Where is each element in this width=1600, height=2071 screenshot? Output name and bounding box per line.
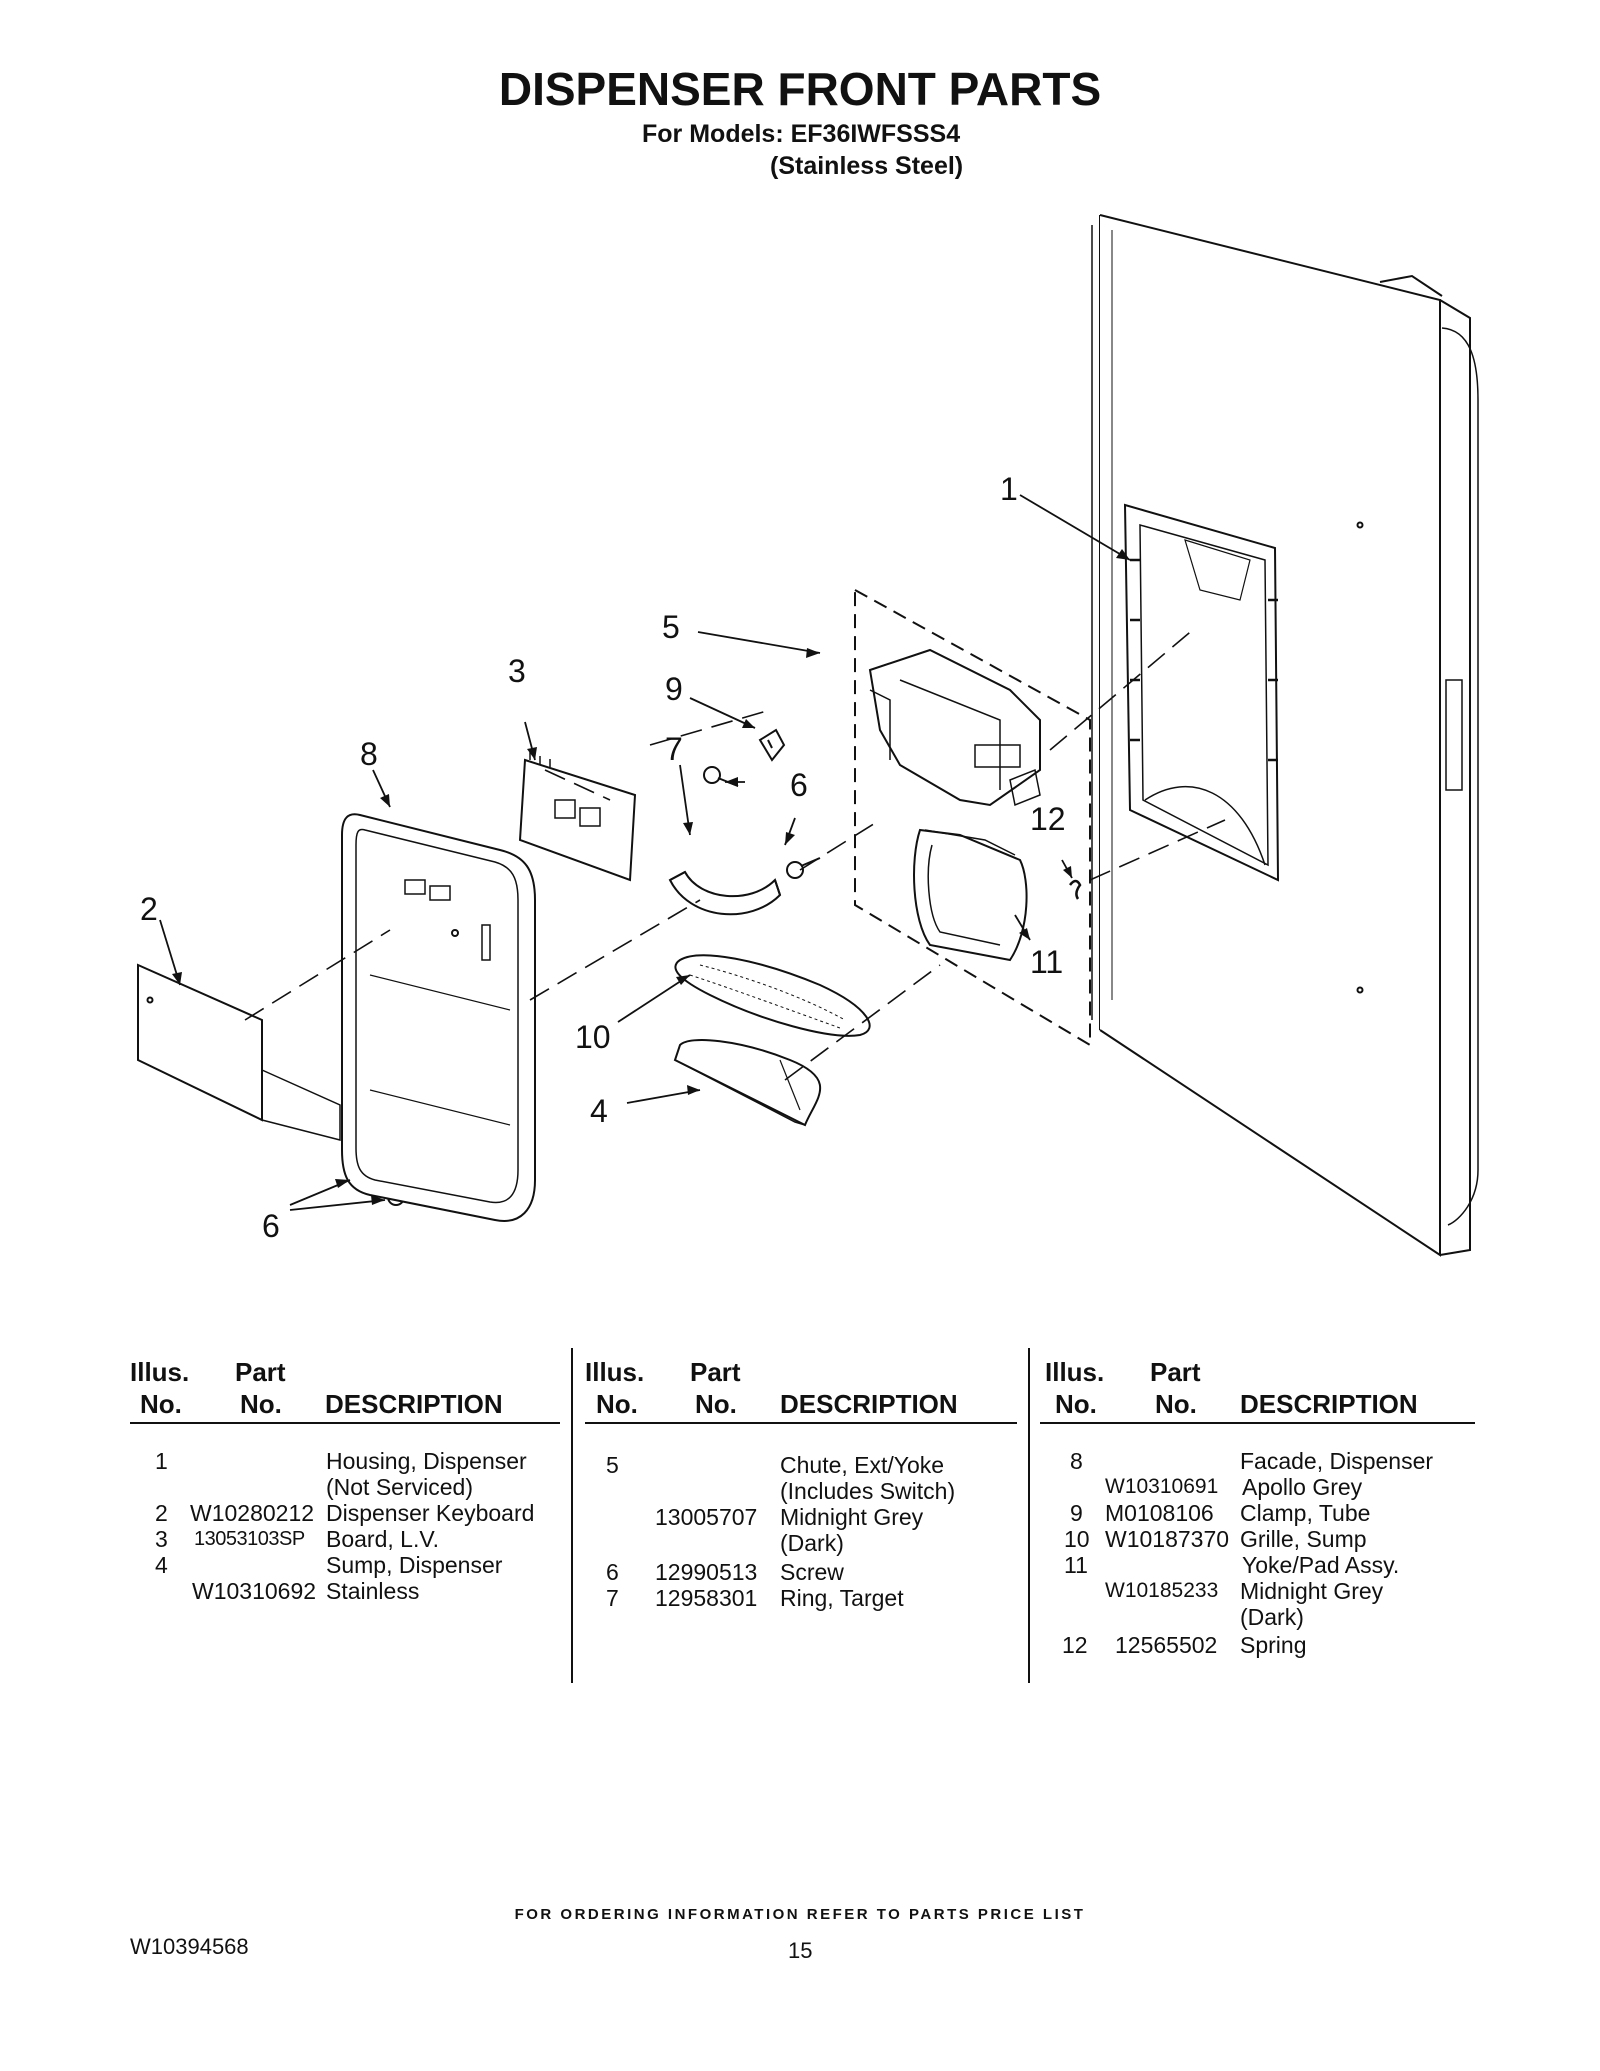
table-row-part: 12565502 (1115, 1632, 1218, 1658)
yoke-pad-part (913, 828, 1028, 962)
table-row-illus: 3 (155, 1526, 168, 1552)
table-row-desc: Dispenser Keyboard (326, 1500, 535, 1526)
board-lv-part (518, 752, 637, 882)
column-divider (1028, 1348, 1030, 1683)
header-part: Part (235, 1357, 286, 1387)
table-row-part: 13005707 (655, 1504, 758, 1530)
column-divider (571, 1348, 573, 1683)
header-description: DESCRIPTION (780, 1389, 958, 1419)
table-row-desc: Apollo Grey (1242, 1474, 1363, 1500)
header-part-no: No. (695, 1389, 737, 1419)
table-row-desc: Ring, Target (780, 1585, 904, 1611)
callout-8: 8 (360, 736, 378, 772)
callout-2: 2 (140, 891, 158, 927)
header-part: Part (1150, 1357, 1201, 1387)
header-rule (585, 1422, 1017, 1424)
chute-assembly-outline (854, 588, 1091, 1047)
document-id: W10394568 (130, 1934, 249, 1959)
table-row-illus: 8 (1070, 1448, 1083, 1474)
dispenser-keyboard-part (137, 963, 341, 1141)
header-description: DESCRIPTION (325, 1389, 503, 1419)
table-row-desc: Grille, Sump (1240, 1526, 1367, 1552)
clamp-tube-part (758, 728, 786, 762)
table-row-desc: (Dark) (1240, 1604, 1304, 1630)
header-illus-no: No. (140, 1389, 182, 1419)
callout-1: 1 (1000, 471, 1018, 507)
table-row-illus: 2 (155, 1500, 168, 1526)
callout-6b: 6 (262, 1208, 280, 1244)
spring-part (1069, 879, 1082, 900)
table-row-desc: (Includes Switch) (780, 1478, 956, 1504)
finish-line: (Stainless Steel) (770, 152, 964, 180)
assembly-guide-lines (244, 627, 1226, 1081)
ordering-note: FOR ORDERING INFORMATION REFER TO PARTS … (514, 1906, 1086, 1923)
table-row-part: 13053103SP (194, 1528, 305, 1550)
header-part-no: No. (240, 1389, 282, 1419)
table-row-desc: (Not Serviced) (326, 1474, 473, 1500)
callout-12: 12 (1030, 801, 1066, 837)
table-row-desc: Clamp, Tube (1240, 1500, 1371, 1526)
models-line: For Models: EF36IWFSSS4 (642, 120, 961, 148)
table-row-illus: 12 (1062, 1632, 1088, 1658)
sump-dispenser-part (673, 1039, 822, 1127)
callout-10: 10 (575, 1019, 611, 1055)
callout-5: 5 (662, 609, 680, 645)
table-row-illus: 9 (1070, 1500, 1083, 1526)
table-row-part: M0108106 (1105, 1500, 1214, 1526)
table-row-part: 12990513 (655, 1559, 758, 1585)
table-row-desc: (Dark) (780, 1530, 844, 1556)
header-part-no: No. (1155, 1389, 1197, 1419)
table-row-desc: Screw (780, 1559, 844, 1585)
header-illus-no: No. (1055, 1389, 1097, 1419)
callout-9: 9 (665, 671, 683, 707)
table-row-part: W10280212 (190, 1500, 315, 1526)
ring-target-part (668, 870, 782, 916)
chute-yoke-part (868, 648, 1041, 807)
table-row-part: 12958301 (655, 1585, 758, 1611)
table-row-part: W10310692 (192, 1578, 317, 1604)
table-row: 1 (155, 1448, 168, 1474)
grille-sump-part (674, 954, 871, 1037)
table-row-part: W10185233 (1105, 1579, 1219, 1602)
table-row-illus: 7 (606, 1585, 619, 1611)
callout-arrowheads (172, 549, 1130, 1205)
table-row-desc: Midnight Grey (780, 1504, 924, 1530)
header-illus: Illus. (1045, 1357, 1105, 1387)
table-row-desc: Yoke/Pad Assy. (1242, 1552, 1400, 1578)
header-rule (130, 1422, 560, 1424)
table-row-illus: 11 (1064, 1552, 1088, 1578)
header-part: Part (690, 1357, 741, 1387)
table-row-illus: 5 (606, 1452, 619, 1478)
page-number: 15 (788, 1938, 813, 1963)
callout-4: 4 (590, 1093, 608, 1129)
table-row-illus: 4 (155, 1552, 168, 1578)
table-row-illus: 10 (1064, 1526, 1090, 1552)
table-row-desc: Stainless (326, 1578, 420, 1604)
table-row-part: W10310691 (1105, 1475, 1219, 1498)
callout-11: 11 (1030, 944, 1063, 980)
header-description: DESCRIPTION (1240, 1389, 1418, 1419)
table-row-desc: Sump, Dispenser (326, 1552, 503, 1578)
callout-6a: 6 (790, 767, 808, 803)
page-title: DISPENSER FRONT PARTS (498, 63, 1102, 115)
table-row-desc: Facade, Dispenser (1240, 1448, 1434, 1474)
header-rule (1040, 1422, 1475, 1424)
header-illus: Illus. (585, 1357, 645, 1387)
table-row-desc: Chute, Ext/Yoke (780, 1452, 945, 1478)
table-row-desc: Board, L.V. (326, 1526, 439, 1552)
header-illus: Illus. (130, 1357, 190, 1387)
table-row-desc: Spring (1240, 1632, 1307, 1658)
exploded-parts-diagram: 1 2 3 4 5 6 6 7 8 9 10 11 12 (137, 214, 1479, 1257)
table-row-desc: Housing, Dispenser (326, 1448, 527, 1474)
refrigerator-door (1091, 214, 1479, 1257)
header-illus-no: No. (596, 1389, 638, 1419)
table-row-part: W10187370 (1105, 1526, 1230, 1552)
callout-7: 7 (665, 731, 683, 767)
table-row-desc: Midnight Grey (1240, 1578, 1384, 1604)
callout-3: 3 (508, 653, 526, 689)
housing-dispenser-part (1123, 503, 1280, 882)
facade-dispenser-part (341, 813, 536, 1222)
table-row-illus: 6 (606, 1559, 619, 1585)
